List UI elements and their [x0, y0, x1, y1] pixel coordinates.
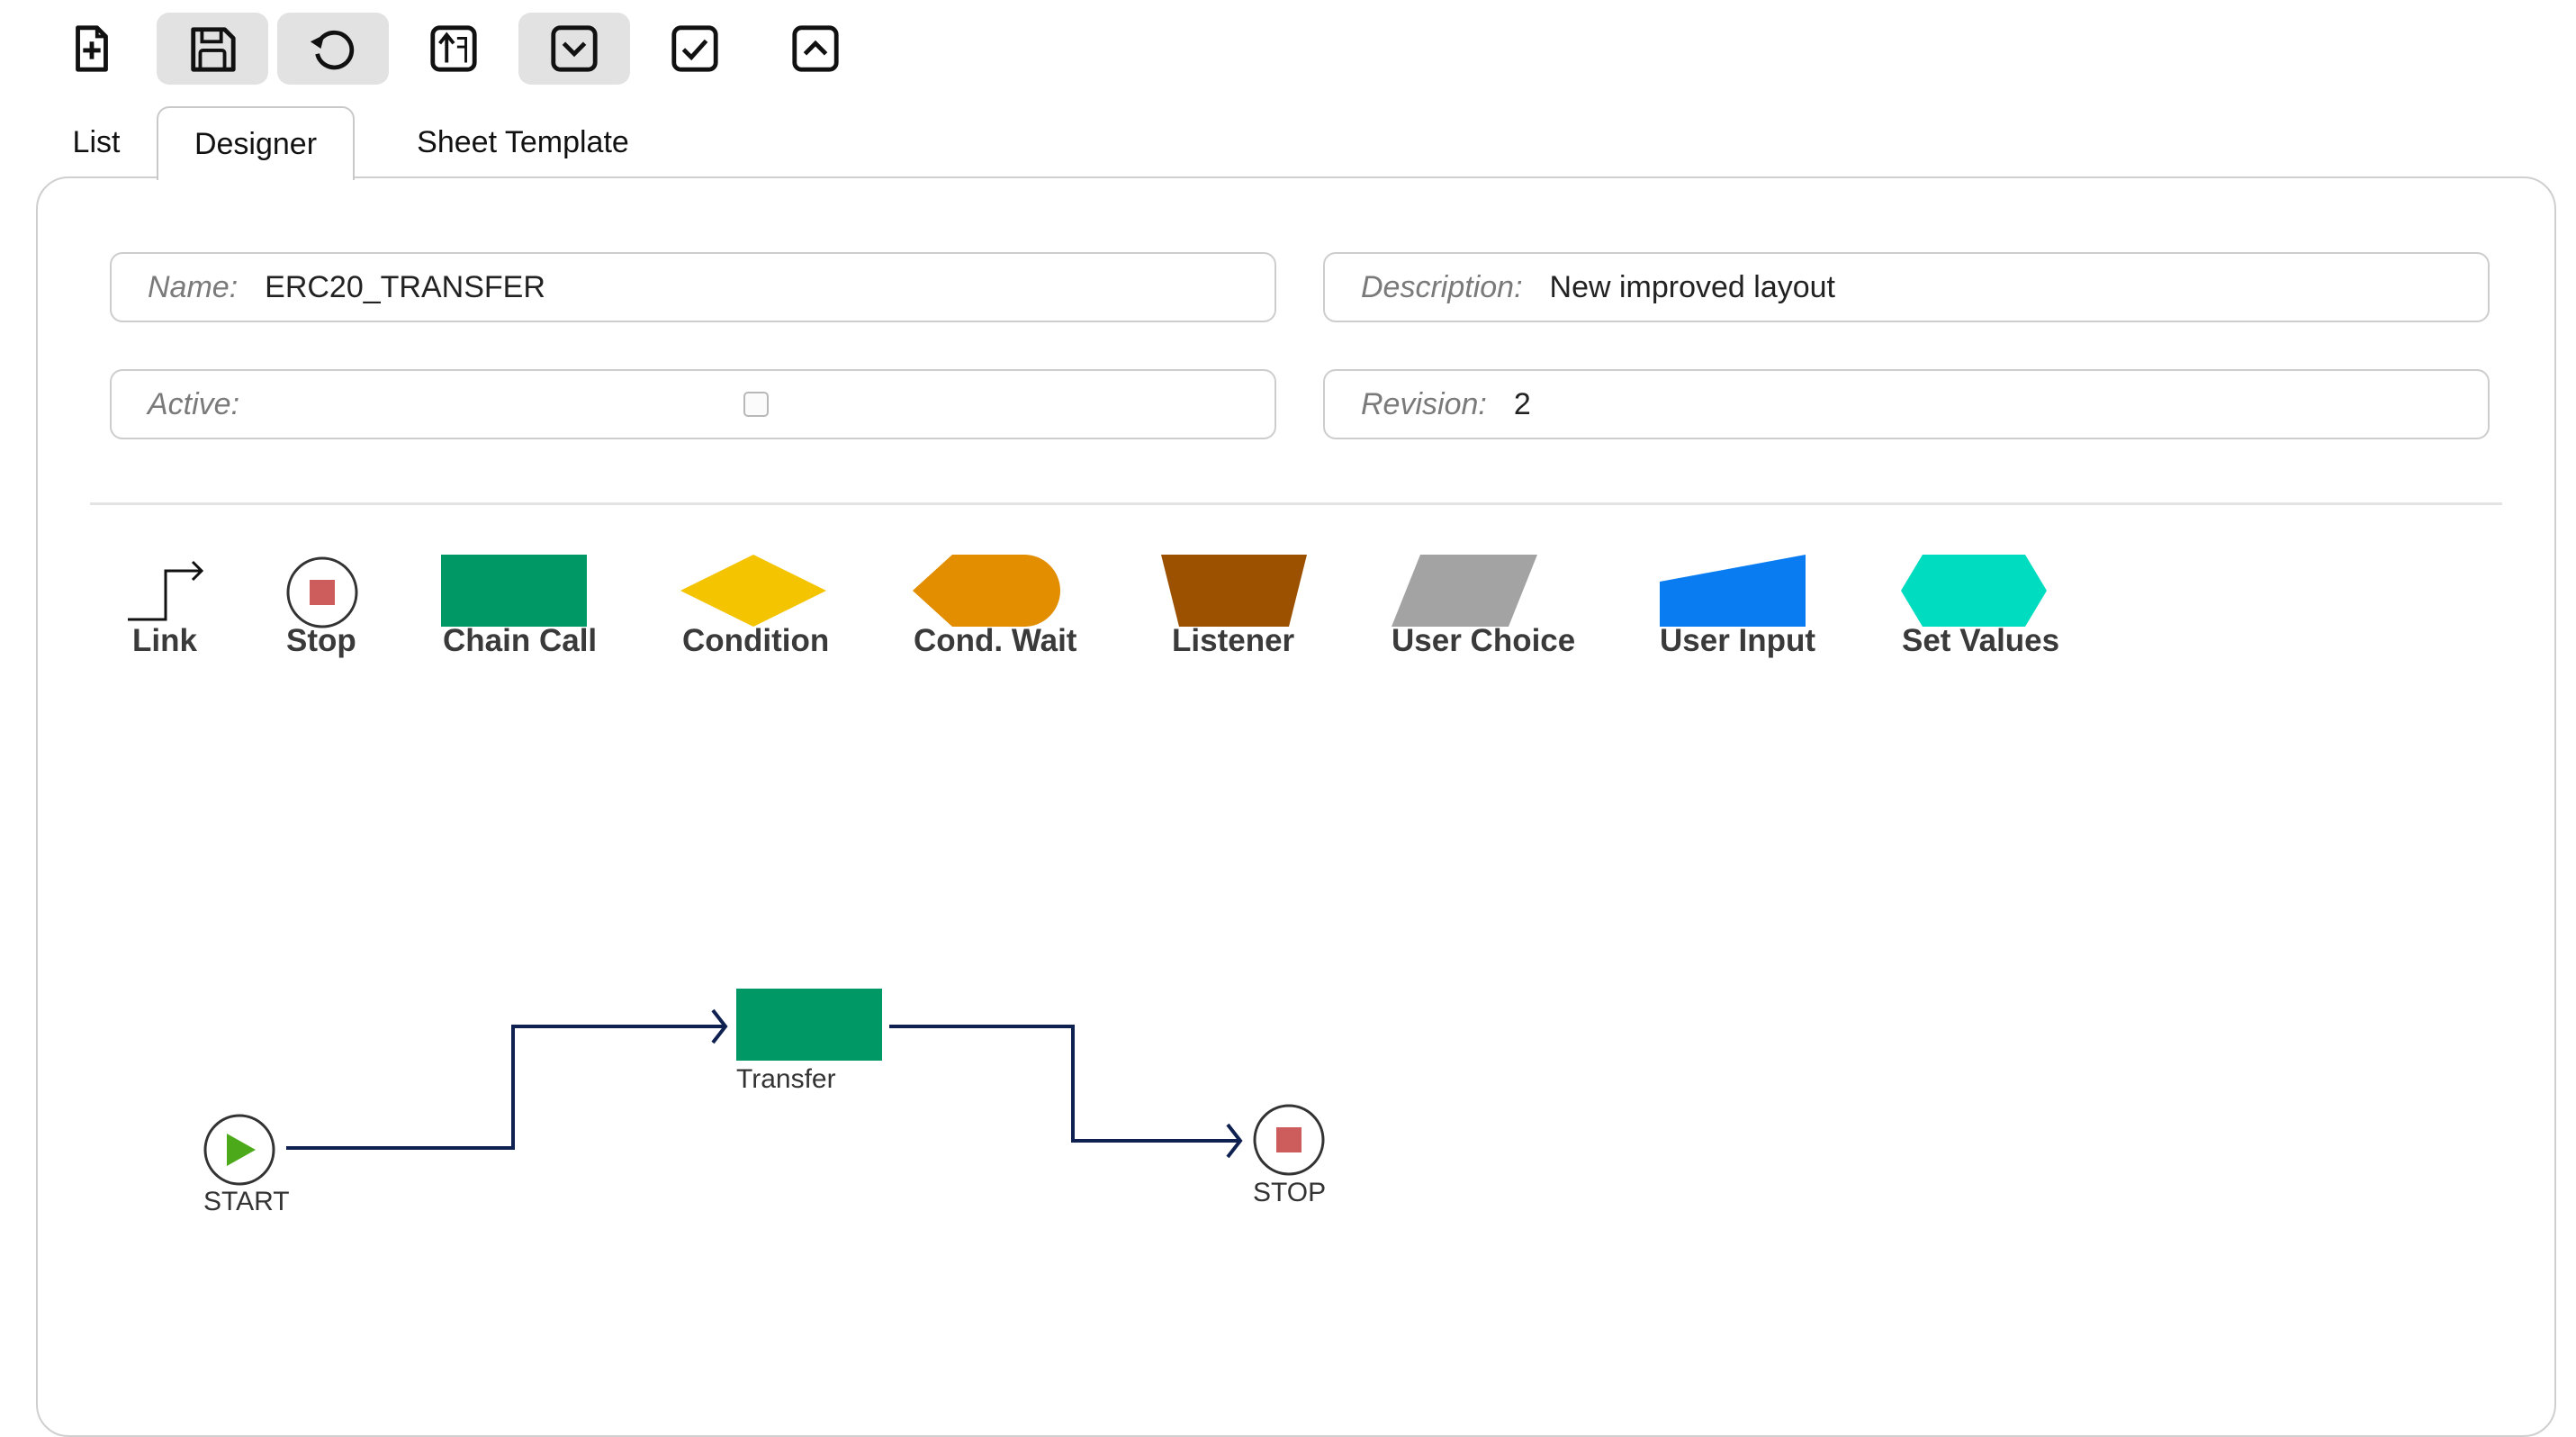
transfer-node-label: Transfer: [736, 1064, 836, 1094]
set-values-shape[interactable]: [1901, 555, 2047, 627]
reload-icon: [310, 30, 355, 70]
connector-transfer-stop[interactable]: [889, 1025, 1243, 1159]
section-divider: [90, 502, 2502, 505]
description-label: Description:: [1361, 269, 1523, 304]
new-document-button[interactable]: [36, 13, 148, 85]
palette-condition-label: Condition: [682, 623, 830, 658]
active-label: Active:: [148, 386, 240, 421]
revision-field[interactable]: Revision: 2: [1323, 369, 2490, 439]
name-value: ERC20_TRANSFER: [265, 269, 545, 304]
palette-link-label: Link: [132, 623, 197, 658]
active-checkbox[interactable]: [743, 392, 769, 417]
start-node[interactable]: [203, 1114, 275, 1186]
palette-user-choice-label: User Choice: [1392, 623, 1576, 658]
name-field[interactable]: Name: ERC20_TRANSFER: [110, 252, 1276, 322]
diagram-canvas[interactable]: [0, 0, 2576, 1373]
save-button[interactable]: [157, 13, 268, 85]
cond-wait-shape[interactable]: [913, 555, 1060, 627]
condition-shape[interactable]: [680, 555, 826, 627]
palette-cond-wait-label: Cond. Wait: [914, 623, 1077, 658]
stop-node-label: STOP: [1253, 1178, 1327, 1207]
listener-shape[interactable]: [1161, 555, 1307, 627]
palette-user-input-label: User Input: [1660, 623, 1816, 658]
reload-button[interactable]: [277, 13, 389, 85]
tab-designer[interactable]: Designer: [157, 106, 355, 180]
description-value: New improved layout: [1549, 269, 1835, 304]
revision-value: 2: [1513, 386, 1531, 421]
active-field: Active:: [110, 369, 1276, 439]
start-node-label: START: [203, 1187, 290, 1216]
new-document-icon: [76, 25, 108, 72]
chevron-up-button[interactable]: [760, 13, 871, 85]
chevron-down-square-icon: [551, 25, 598, 72]
palette-chain-call-label: Chain Call: [443, 623, 598, 658]
stop-icon[interactable]: [284, 555, 360, 630]
import-icon: [430, 25, 477, 72]
user-input-shape[interactable]: [1660, 555, 1806, 627]
tab-list[interactable]: List: [72, 124, 121, 159]
revision-label: Revision:: [1361, 386, 1487, 421]
check-square-icon: [671, 25, 718, 72]
chain-call-shape[interactable]: [441, 555, 587, 627]
tab-sheet-template[interactable]: Sheet Template: [417, 124, 629, 159]
designer-panel: [36, 176, 2556, 1437]
chevron-up-square-icon: [792, 25, 839, 72]
chevron-down-button[interactable]: [518, 13, 630, 85]
palette-stop-label: Stop: [286, 623, 356, 658]
palette-set-values-label: Set Values: [1902, 623, 2060, 658]
name-label: Name:: [148, 269, 239, 304]
palette-listener-label: Listener: [1172, 623, 1295, 658]
import-button[interactable]: [398, 13, 509, 85]
link-icon[interactable]: [126, 551, 211, 627]
check-button[interactable]: [639, 13, 751, 85]
stop-node[interactable]: [1253, 1104, 1325, 1176]
connector-start-transfer[interactable]: [286, 1008, 728, 1150]
description-field[interactable]: Description: New improved layout: [1323, 252, 2490, 322]
user-choice-shape[interactable]: [1392, 555, 1537, 627]
transfer-node[interactable]: [736, 989, 882, 1061]
save-icon: [191, 27, 236, 72]
